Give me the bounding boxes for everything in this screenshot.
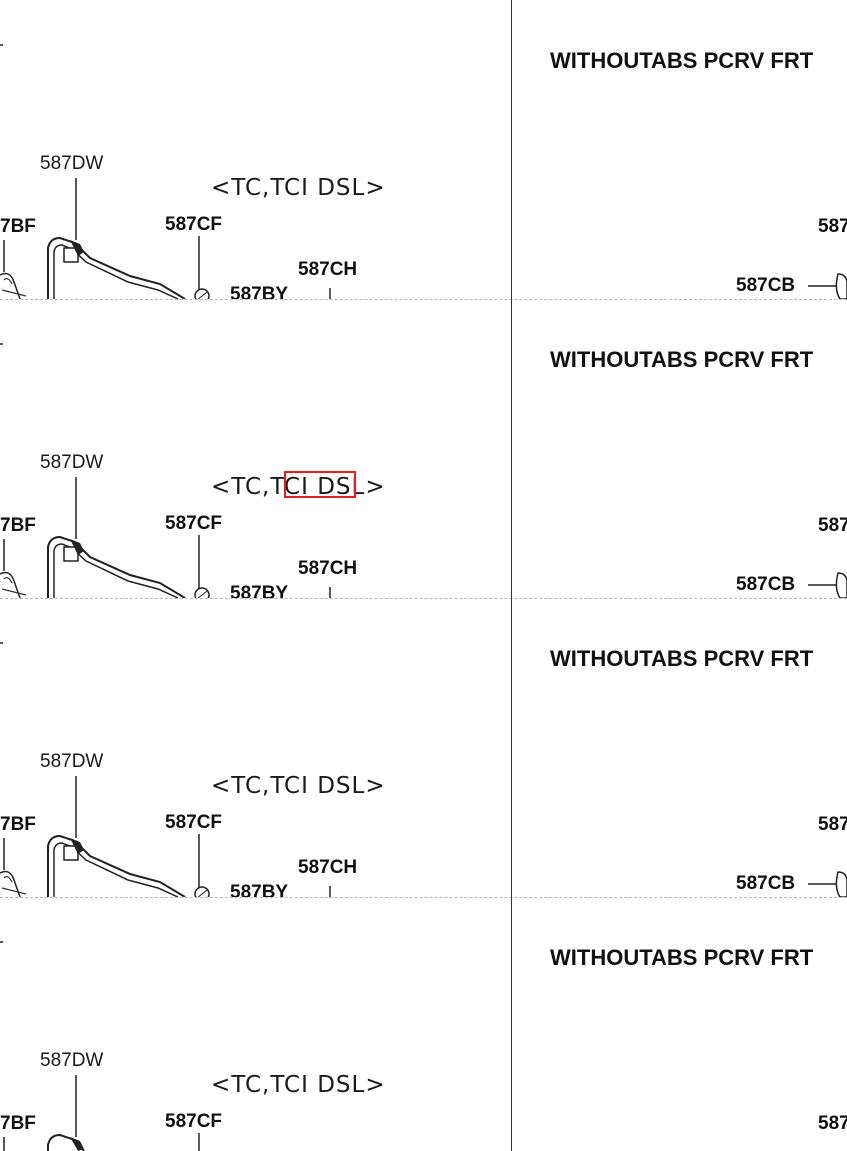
diagram-panel-1: 587DW 7BF 587CF 587CH 587BY <TC,TCI DSL>… [0, 0, 847, 299]
variant-label: <TC,TCI DSL> [211, 773, 386, 799]
section-title: WITHOUTABS PCRV FRT [550, 646, 814, 671]
part-code-587by: 587BY [230, 583, 289, 598]
part-code-587ch: 587CH [298, 558, 358, 579]
part-code-587-right: 587 [818, 216, 847, 237]
part-code-587dw: 587DW [40, 153, 104, 174]
part-code-587by: 587BY [230, 284, 289, 299]
variant-label: <TC,TCI DSL> [211, 1072, 386, 1098]
part-code-587ch: 587CH [298, 857, 358, 878]
part-code-7bf: 7BF [0, 814, 36, 835]
part-code-587-right: 587 [818, 515, 847, 536]
panel-separator [0, 598, 847, 599]
section-title: WITHOUTABS PCRV FRT [550, 945, 814, 970]
part-code-7bf: 7BF [0, 1113, 36, 1134]
part-code-587-right: 587 [818, 814, 847, 835]
part-code-587cf: 587CF [165, 214, 223, 235]
part-code-587cb: 587CB [736, 574, 796, 595]
part-code-7bf: 7BF [0, 216, 36, 237]
panel-separator [0, 299, 847, 300]
part-code-587dw: 587DW [40, 1050, 104, 1071]
highlight-box [284, 471, 356, 498]
diagram-panel-2: 587DW 7BF 587CF 587CH 587BY <TC,TCI DSL>… [0, 299, 847, 598]
variant-label: <TC,TCI DSL> [211, 175, 386, 201]
diagram-panel-3: 587DW 7BF 587CF 587CH 587BY <TC,TCI DSL>… [0, 598, 847, 897]
part-code-587cf: 587CF [165, 812, 223, 833]
panel-4-drawing [0, 941, 200, 1151]
section-title: WITHOUTABS PCRV FRT [550, 48, 814, 73]
part-code-587dw: 587DW [40, 751, 104, 772]
part-code-587ch: 587CH [298, 259, 358, 280]
panel-3-drawing [0, 642, 847, 897]
part-code-587cb: 587CB [736, 275, 796, 296]
diagram-panel-4: 587DW 7BF 587CF <TC,TCI DSL> WITHOUTABS … [0, 897, 847, 1151]
part-code-587cb: 587CB [736, 873, 796, 894]
panel-separator [0, 897, 847, 898]
part-code-587-right: 587 [818, 1113, 847, 1134]
panel-1-drawing [0, 44, 847, 299]
column-divider [511, 0, 512, 1151]
section-title: WITHOUTABS PCRV FRT [550, 347, 814, 372]
panel-2-drawing [0, 343, 847, 598]
part-code-587cf: 587CF [165, 513, 223, 534]
part-code-587by: 587BY [230, 882, 289, 897]
part-code-587dw: 587DW [40, 452, 104, 473]
part-code-7bf: 7BF [0, 515, 36, 536]
part-code-587cf: 587CF [165, 1111, 223, 1132]
